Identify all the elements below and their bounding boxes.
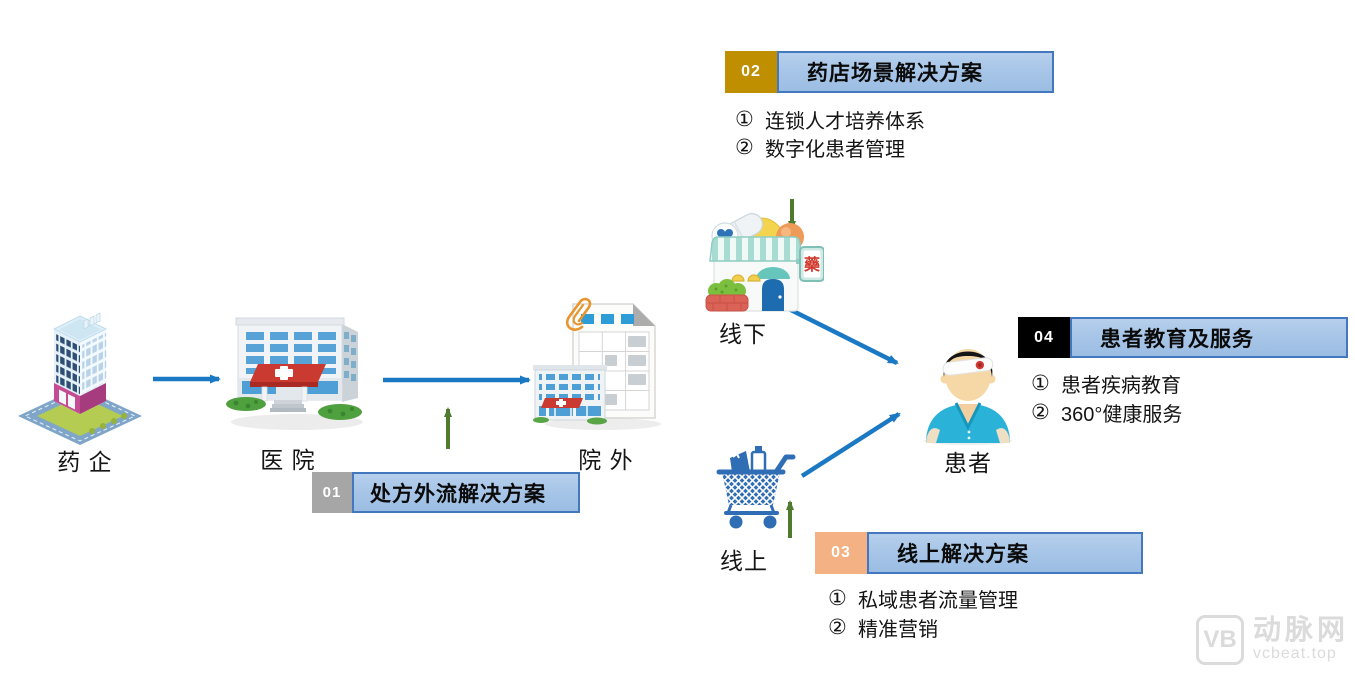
solution-03-list: ① 私域患者流量管理 ② 精准营销 [828,584,1018,642]
solution-02-title: 药店场景解决方案 [807,62,983,85]
list-item: ② 精准营销 [828,613,1018,642]
list-item: ① 患者疾病教育 [1031,369,1182,398]
pharma-building-icon [18,312,142,445]
solution-02-bar: 药店场景解决方案 [777,51,1054,93]
watermark: VB 动脉网 vcbeat.top [1196,615,1349,665]
solution-04-title: 患者教育及服务 [1100,327,1254,351]
label-outside: 院 外 [578,447,634,473]
hospital-icon [226,317,363,430]
solution-03-bar: 线上解决方案 [867,532,1143,574]
list-text: 私域患者流量管理 [858,590,1018,612]
arrow-online-to-patient [800,412,901,478]
pharmacy-store-icon: 藥 [705,213,824,312]
patient-avatar-icon [924,349,1012,445]
pharmacy-sign-text: 藥 [803,255,821,274]
list-text: 数字化患者管理 [765,138,905,161]
solution-03-title: 线上解决方案 [897,543,1029,566]
solution-03-number: 03 [815,532,867,574]
list-bullet: ① [828,587,847,610]
list-text: 连锁人才培养体系 [765,110,925,133]
shopping-cart-icon [716,446,796,529]
solution-02-number: 02 [725,51,777,93]
list-item: ② 数字化患者管理 [735,133,925,161]
solution-02-list: ① 连锁人才培养体系 ② 数字化患者管理 [735,105,925,161]
list-text: 360°健康服务 [1061,404,1183,426]
list-bullet: ② [828,616,847,639]
list-item: ① 连锁人才培养体系 [735,105,925,133]
label-hospital: 医 院 [260,447,316,473]
list-bullet: ② [735,135,754,159]
solution-04-list: ① 患者疾病教育 ② 360°健康服务 [1031,369,1182,427]
solution-04-number: 04 [1018,317,1070,358]
solution-01-bar: 处方外流解决方案 [352,472,580,513]
label-pharma: 药 企 [57,449,113,475]
list-bullet: ① [1031,372,1050,395]
list-item: ① 私域患者流量管理 [828,584,1018,613]
list-text: 患者疾病教育 [1061,375,1181,397]
arrow-offline-to-patient [787,306,899,366]
label-patient: 患者 [944,450,992,476]
label-offline: 线下 [719,321,767,347]
outside-hospital-icon [533,297,661,430]
solution-01-title: 处方外流解决方案 [370,482,546,506]
solution-01-number: 01 [312,472,352,513]
watermark-logo-icon: VB [1196,615,1244,665]
list-item: ② 360°健康服务 [1031,398,1182,427]
watermark-site: vcbeat.top [1253,645,1337,662]
list-text: 精准营销 [858,619,938,641]
list-bullet: ② [1031,401,1050,424]
watermark-name: 动脉网 [1253,614,1350,645]
watermark-text: 动脉网 vcbeat.top [1253,615,1349,663]
list-bullet: ① [735,107,754,131]
label-online: 线上 [720,548,768,574]
solution-04-bar: 患者教育及服务 [1070,317,1348,358]
